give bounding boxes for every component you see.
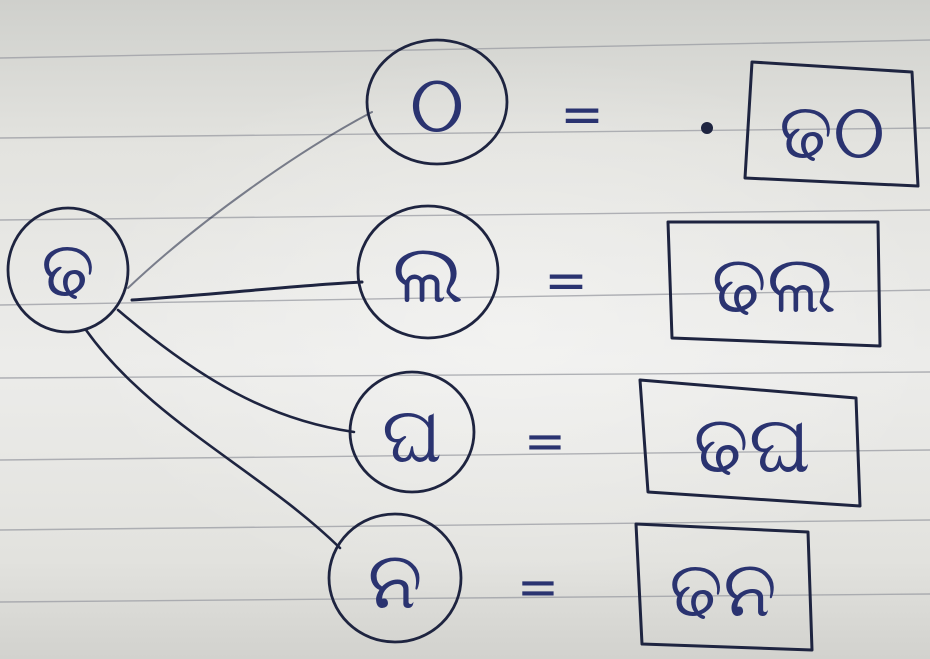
- result-word: ଢଠ: [779, 87, 885, 177]
- rule-line: [0, 371, 930, 379]
- rule-line: [0, 593, 930, 603]
- vowel-circle: [356, 204, 500, 340]
- equals-sign: =: [524, 412, 566, 470]
- rule-line: [0, 289, 930, 306]
- branch-row-4: ନ = ଢନ: [327, 512, 814, 652]
- vowel-letter: ଲ: [392, 227, 463, 322]
- connector-line: [130, 280, 364, 302]
- vowel-circle: [365, 38, 509, 166]
- vowel-circle: [327, 512, 463, 644]
- root-circle: [6, 206, 130, 334]
- root-letter: ଢ: [41, 225, 95, 315]
- connector-line: [127, 111, 373, 289]
- result-box: [666, 220, 882, 348]
- rule-line: [0, 449, 930, 461]
- equals-sign: =: [517, 558, 559, 616]
- vowel-letter: ଘ: [382, 391, 442, 481]
- vowel-circle: [348, 370, 476, 494]
- rule-line: [0, 39, 930, 59]
- result-word: ଢଘ: [693, 398, 810, 491]
- connector-line: [84, 328, 342, 550]
- equals-sign: =: [560, 85, 604, 145]
- rule-line: [0, 519, 930, 531]
- branch-row-1: ଠ = ଢଠ: [365, 38, 920, 188]
- connector-lines: [84, 111, 373, 550]
- vowel-letter: ନ: [367, 534, 422, 627]
- branch-row-3: ଘ = ଢଘ: [348, 370, 862, 508]
- vowel-letter: ଠ: [410, 57, 465, 152]
- result-word: ଢନ: [669, 545, 777, 635]
- root-node: ଢ: [6, 206, 130, 334]
- result-box: [634, 522, 814, 652]
- result-word: ଢଲ: [712, 238, 837, 331]
- rule-line: [0, 127, 930, 139]
- connector-line: [116, 308, 356, 434]
- ink-dot: [701, 122, 713, 134]
- equals-sign: =: [544, 251, 588, 311]
- branch-row-2: ଲ = ଢଲ: [356, 204, 882, 348]
- result-box: [743, 60, 920, 188]
- result-box: [638, 378, 862, 508]
